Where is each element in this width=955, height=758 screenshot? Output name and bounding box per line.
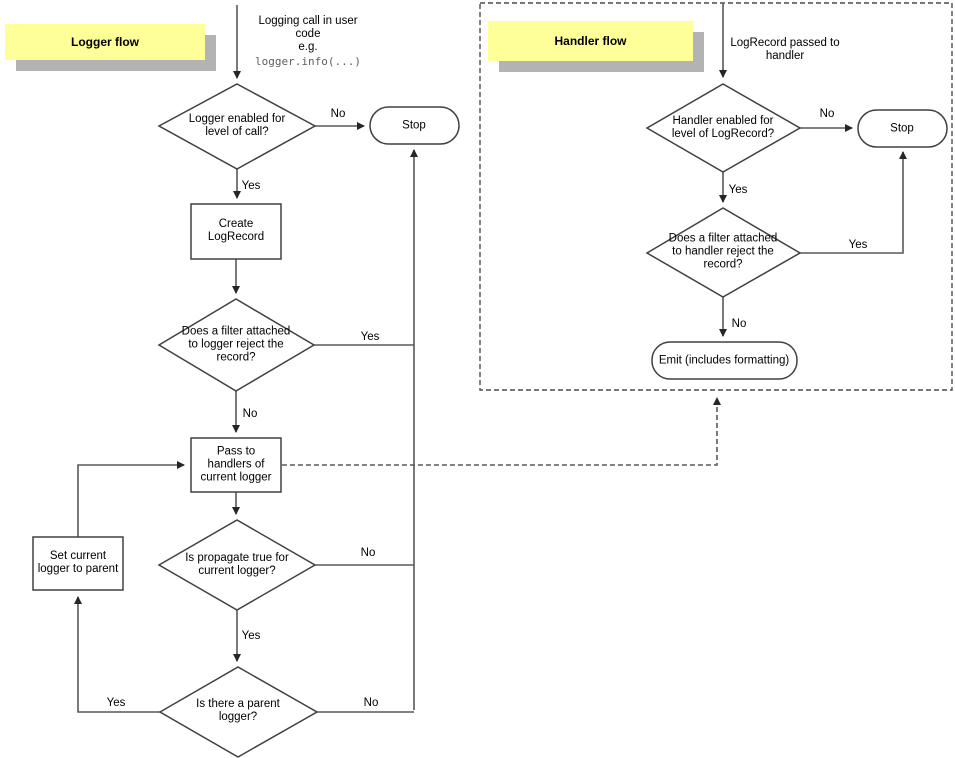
stop-node-handler: Stop [890,122,914,135]
edge-set-to-pass [77,461,185,537]
edge-label-enabled-no: No [330,108,346,120]
decision-parent-logger-shape [158,666,319,758]
handler-flow-note: Handler flow [488,21,693,61]
edge-label-handler-filter-no: No [731,318,747,330]
edge-hfilter-yes-to-stop [800,151,907,254]
edge-label-handler-filter-yes: Yes [848,239,868,251]
logger-entry-annotation: Logging call in user code e.g. logger.in… [242,15,374,68]
process-pass-to-handlers: Pass to handlers of current logger [200,445,272,484]
process-create-logrecord-shape [190,203,282,260]
handler-flow-boundary [479,2,953,391]
logger-flow-note-label: Logger flow [71,35,139,49]
decision-logger-filter: Does a filter attached to logger reject … [181,325,291,364]
decision-propagate-shape [157,519,317,611]
edge-label-filter-yes: Yes [360,331,380,343]
decision-propagate: Is propagate true for current logger? [185,552,289,577]
decision-handler-enabled: Handler enabled for level of LogRecord? [671,115,775,140]
handler-entry-text: LogRecord passed to handler [730,37,840,62]
process-pass-to-handlers-shape [190,437,282,493]
edge-label-filter-no: No [242,408,258,420]
handler-flow-note-label: Handler flow [554,34,627,48]
decision-logger-filter-shape [157,298,316,392]
decision-logger-enabled-shape [157,83,317,170]
edge-label-parent-yes: Yes [106,697,126,709]
terminal-emit: Emit (includes formatting) [658,354,790,367]
decision-logger-enabled: Logger enabled for level of call? [188,113,286,138]
stop-logger-shape [369,106,460,145]
edge-parent-yes-to-set [74,596,160,713]
terminal-emit-shape [651,341,798,380]
process-set-current-logger: Set current logger to parent [37,550,119,575]
edge-label-handler-enabled-yes: Yes [728,184,748,196]
decision-handler-filter: Does a filter attached to handler reject… [668,232,778,271]
decision-handler-filter-shape [645,207,802,298]
edge-label-handler-enabled-no: No [819,108,835,120]
logger-flow-edges [74,5,721,713]
logger-entry-text: Logging call in user code e.g. [258,15,358,53]
decision-handler-enabled-shape [645,83,802,173]
process-set-current-logger-shape [32,536,124,591]
stop-handler-shape [857,109,948,148]
handler-entry-annotation: LogRecord passed to handler [720,37,850,63]
edge-label-propagate-no: No [360,547,376,559]
logger-entry-code: logger.info(...) [255,55,361,68]
edge-label-parent-no: No [363,697,379,709]
stop-node-logger: Stop [402,119,426,132]
decision-parent-logger: Is there a parent logger? [196,698,280,723]
handler-flow-edges [719,3,907,337]
edge-pass-to-handler-flow-dashed [282,397,721,466]
process-create-logrecord: Create LogRecord [207,218,265,243]
edge-label-propagate-yes: Yes [241,630,261,642]
logger-flow-note: Logger flow [5,24,205,60]
edge-label-enabled-yes: Yes [241,180,261,192]
